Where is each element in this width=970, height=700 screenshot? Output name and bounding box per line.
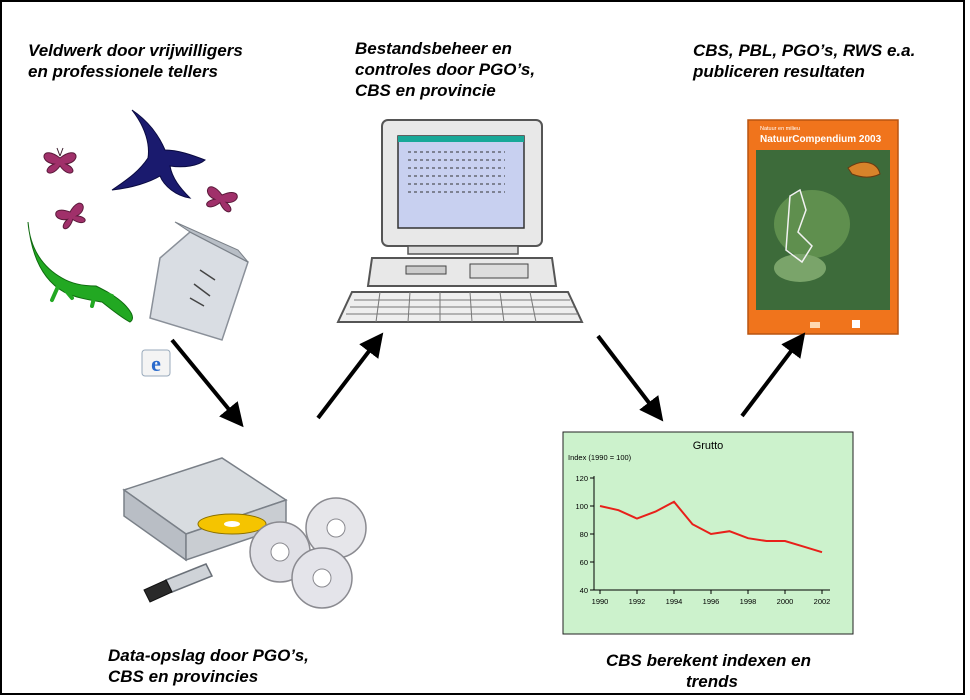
caption-publish-line-2: publiceren resultaten <box>693 62 865 81</box>
chart-title: Grutto <box>693 440 724 452</box>
book-series-label: Natuur en milieu <box>760 126 800 132</box>
butterfly-icon <box>43 147 77 174</box>
caption-management: Bestandsbeheer en controles door PGO’s, … <box>355 38 535 101</box>
arrow-storage-to-management <box>316 332 384 420</box>
caption-management-line-2: controles door PGO’s, <box>355 60 536 79</box>
caption-fieldwork-line-1: Veldwerk door vrijwilligers <box>28 41 243 60</box>
caption-storage: Data-opslag door PGO’s, CBS en provincie… <box>108 645 309 687</box>
book-title: NatuurCompendium 2003 <box>760 134 882 145</box>
caption-fieldwork: Veldwerk door vrijwilligers en professio… <box>28 40 243 82</box>
x-tick-label: 1992 <box>629 597 646 606</box>
caption-indices: CBS berekent indexen en trends <box>606 650 811 692</box>
book-cover-icon: Natuur en milieu NatuurCompendium 2003 <box>747 119 899 335</box>
caption-fieldwork-line-2: en professionele tellers <box>28 62 218 81</box>
butterfly-icon <box>55 202 86 230</box>
arrow-fieldwork-to-storage <box>170 338 244 428</box>
notebook-icon <box>149 221 249 341</box>
butterfly-icon <box>206 186 238 213</box>
caption-indices-line-1: CBS berekent indexen en <box>606 651 812 670</box>
svg-text:e: e <box>151 351 161 376</box>
arrow-indices-to-publish <box>740 332 806 418</box>
grutto-chart: Grutto Index (1990 = 100) 40 60 80 100 120 19… <box>562 431 854 635</box>
cd-icon <box>291 547 353 609</box>
caption-storage-line-2: CBS en provincies <box>108 667 259 686</box>
x-tick-label: 1990 <box>592 597 609 606</box>
x-tick-label: 1994 <box>666 597 683 606</box>
caption-management-line-1: Bestandsbeheer en <box>355 39 512 58</box>
caption-publish: CBS, PBL, PGO’s, RWS e.a. publiceren res… <box>693 40 915 82</box>
x-tick-label: 2002 <box>814 597 831 606</box>
caption-indices-line-2: trends <box>686 672 738 691</box>
x-tick-label: 1996 <box>703 597 720 606</box>
x-tick-label: 2000 <box>777 597 794 606</box>
disk-drive-icon <box>122 457 288 562</box>
caption-publish-line-1: CBS, PBL, PGO’s, RWS e.a. <box>693 41 916 60</box>
caption-management-line-3: CBS en provincie <box>355 81 496 100</box>
x-tick-label: 1998 <box>740 597 757 606</box>
y-tick-label: 120 <box>575 474 588 483</box>
arrow-management-to-indices <box>596 334 664 422</box>
y-tick-label: 40 <box>580 586 588 595</box>
chart-series-line <box>599 500 823 554</box>
usb-stick-icon <box>143 563 214 603</box>
swallow-icon <box>111 109 206 199</box>
chart-ylabel: Index (1990 = 100) <box>568 453 632 462</box>
computer-icon <box>336 119 584 323</box>
lizard-icon <box>27 221 133 323</box>
internet-explorer-icon: e <box>141 349 171 377</box>
y-tick-label: 80 <box>580 530 588 539</box>
y-tick-label: 60 <box>580 558 588 567</box>
y-tick-label: 100 <box>575 502 588 511</box>
caption-storage-line-1: Data-opslag door PGO’s, <box>108 646 309 665</box>
